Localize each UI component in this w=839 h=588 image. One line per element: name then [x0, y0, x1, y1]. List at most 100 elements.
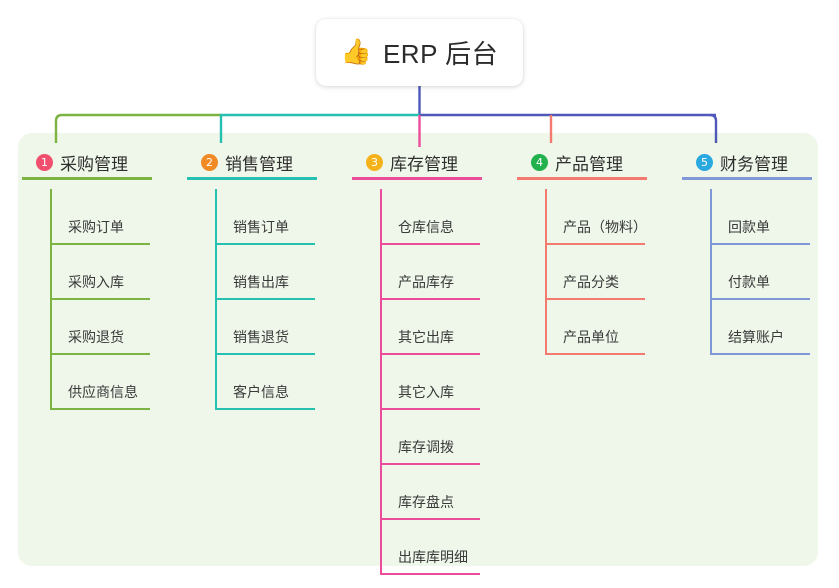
item-connector-stem — [710, 299, 712, 355]
list-item[interactable]: 采购入库 — [50, 244, 196, 300]
column-title: 产品管理 — [555, 154, 623, 174]
column-items: 采购订单采购入库采购退货供应商信息 — [36, 189, 196, 410]
list-item[interactable]: 产品（物料） — [545, 189, 691, 245]
column-underline — [22, 177, 152, 180]
list-item[interactable]: 销售订单 — [215, 189, 361, 245]
list-item-label: 采购订单 — [68, 219, 124, 235]
item-connector-stem — [380, 464, 382, 520]
column-2: 2 销售管理销售订单销售出库销售退货客户信息 — [187, 146, 361, 410]
list-item-label: 产品库存 — [398, 274, 454, 290]
item-connector-stem — [380, 244, 382, 300]
modules-panel — [18, 133, 818, 566]
list-item[interactable]: 出库库明细 — [380, 519, 526, 575]
list-item[interactable]: 仓库信息 — [380, 189, 526, 245]
list-item-label: 付款单 — [728, 274, 770, 290]
list-item[interactable]: 回款单 — [710, 189, 839, 245]
list-item[interactable]: 付款单 — [710, 244, 839, 300]
item-connector-stem — [215, 189, 217, 245]
item-underline — [710, 353, 810, 355]
list-item[interactable]: 其它出库 — [380, 299, 526, 355]
list-item-label: 库存盘点 — [398, 494, 454, 510]
item-underline — [215, 408, 315, 410]
list-item-label: 客户信息 — [233, 384, 289, 400]
column-title: 库存管理 — [390, 154, 458, 174]
list-item[interactable]: 库存盘点 — [380, 464, 526, 520]
root-title: ERP 后台 — [382, 39, 499, 69]
column-underline — [517, 177, 647, 180]
column-items: 产品（物料） 产品分类产品单位 — [531, 189, 691, 355]
item-connector-stem — [50, 354, 52, 410]
item-connector-stem — [215, 299, 217, 355]
list-item-label: 销售出库 — [233, 274, 289, 290]
item-underline — [380, 298, 480, 300]
list-item[interactable]: 客户信息 — [215, 354, 361, 410]
item-connector-stem — [710, 189, 712, 245]
item-underline — [545, 353, 645, 355]
list-item-label: 仓库信息 — [398, 219, 454, 235]
list-item-label: 出库库明细 — [398, 549, 468, 565]
item-connector-stem — [710, 244, 712, 300]
item-connector-stem — [380, 354, 382, 410]
list-item[interactable]: 产品单位 — [545, 299, 691, 355]
column-title: 销售管理 — [225, 154, 293, 174]
root-node[interactable]: 👍 ERP 后台 — [316, 19, 523, 86]
column-header[interactable]: 4 产品管理 — [517, 146, 691, 180]
number-badge-icon: 2 — [201, 153, 218, 171]
item-underline — [380, 353, 480, 355]
item-underline — [215, 298, 315, 300]
list-item[interactable]: 其它入库 — [380, 354, 526, 410]
column-underline — [682, 177, 812, 180]
item-underline — [380, 518, 480, 520]
number-badge-icon: 3 — [366, 153, 383, 171]
list-item[interactable]: 销售出库 — [215, 244, 361, 300]
column-items: 回款单付款单结算账户 — [696, 189, 839, 355]
list-item[interactable]: 采购订单 — [50, 189, 196, 245]
item-underline — [545, 298, 645, 300]
column-title: 财务管理 — [720, 154, 788, 174]
column-items: 销售订单销售出库销售退货客户信息 — [201, 189, 361, 410]
item-connector-stem — [380, 189, 382, 245]
item-underline — [380, 573, 480, 575]
column-header[interactable]: 3 库存管理 — [352, 146, 526, 180]
list-item[interactable]: 销售退货 — [215, 299, 361, 355]
list-item-label: 产品分类 — [563, 274, 619, 290]
list-item-label: 其它入库 — [398, 384, 454, 400]
item-underline — [545, 243, 645, 245]
column-header[interactable]: 2 销售管理 — [187, 146, 361, 180]
item-underline — [50, 298, 150, 300]
item-underline — [215, 353, 315, 355]
list-item[interactable]: 采购退货 — [50, 299, 196, 355]
item-underline — [380, 408, 480, 410]
number-badge-icon: 1 — [36, 153, 53, 171]
item-underline — [380, 463, 480, 465]
item-connector-stem — [545, 244, 547, 300]
item-connector-stem — [380, 409, 382, 465]
list-item-label: 回款单 — [728, 219, 770, 235]
list-item-label: 采购退货 — [68, 329, 124, 345]
number-badge-icon: 4 — [531, 153, 548, 171]
item-connector-stem — [215, 244, 217, 300]
item-connector-stem — [545, 189, 547, 245]
list-item[interactable]: 供应商信息 — [50, 354, 196, 410]
list-item-label: 其它出库 — [398, 329, 454, 345]
list-item[interactable]: 库存调拨 — [380, 409, 526, 465]
item-underline — [50, 353, 150, 355]
list-item-label: 产品（物料） — [563, 219, 647, 235]
list-item[interactable]: 产品分类 — [545, 244, 691, 300]
item-connector-stem — [50, 299, 52, 355]
list-item[interactable]: 产品库存 — [380, 244, 526, 300]
column-4: 4 产品管理产品（物料） 产品分类产品单位 — [517, 146, 691, 355]
thumbs-up-icon: 👍 — [340, 38, 372, 66]
item-connector-stem — [50, 244, 52, 300]
list-item-label: 结算账户 — [728, 329, 784, 345]
list-item[interactable]: 结算账户 — [710, 299, 839, 355]
column-underline — [352, 177, 482, 180]
item-underline — [50, 408, 150, 410]
item-connector-stem — [50, 189, 52, 245]
item-connector-stem — [380, 519, 382, 575]
